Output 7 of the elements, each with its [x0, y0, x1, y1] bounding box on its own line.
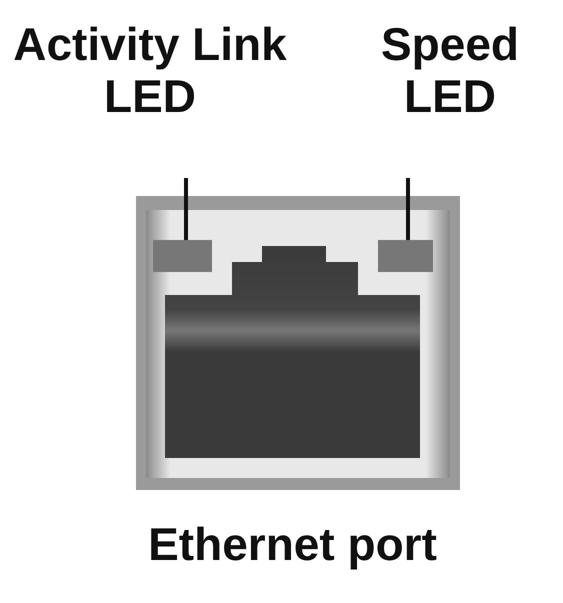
leader-line: [406, 178, 410, 240]
led-indicator: [153, 240, 212, 272]
led-indicator: [378, 240, 433, 272]
led-label: Speed LED: [340, 18, 560, 122]
led-label: Activity Link LED: [0, 18, 300, 122]
leader-line: [184, 178, 188, 240]
caption: Ethernet port: [147, 518, 438, 570]
